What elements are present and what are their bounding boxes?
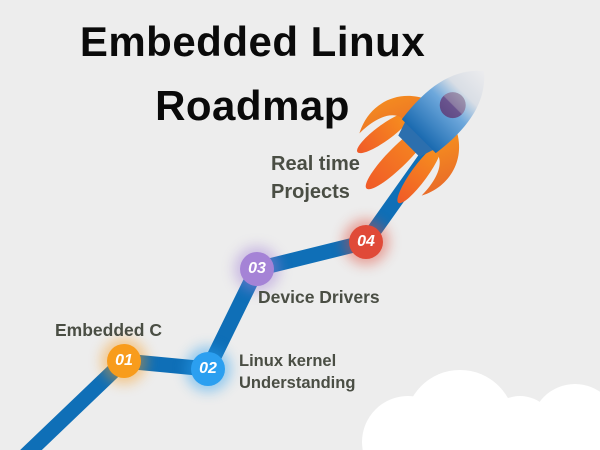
milestone-03-number: 03: [248, 260, 266, 277]
milestone-02-marker: 02: [191, 352, 225, 386]
milestone-04-marker: 04: [349, 225, 383, 259]
page-title: Embedded Linux Roadmap: [0, 10, 505, 138]
milestone-03-label: Device Drivers: [258, 287, 380, 307]
milestone-04-label: Real time Projects: [271, 153, 360, 203]
milestone-04-number: 04: [357, 233, 375, 250]
milestone-02-label: Linux kernel Understanding: [239, 352, 356, 392]
page-title-line2: Roadmap: [155, 82, 350, 129]
page-title-line1: Embedded Linux: [79, 18, 426, 65]
milestone-01-marker: 01: [107, 344, 141, 378]
milestone-03-marker: 03: [240, 252, 274, 286]
milestone-01-label: Embedded C: [55, 320, 162, 340]
milestone-01-number: 01: [115, 352, 133, 369]
milestone-02-number: 02: [199, 360, 217, 377]
